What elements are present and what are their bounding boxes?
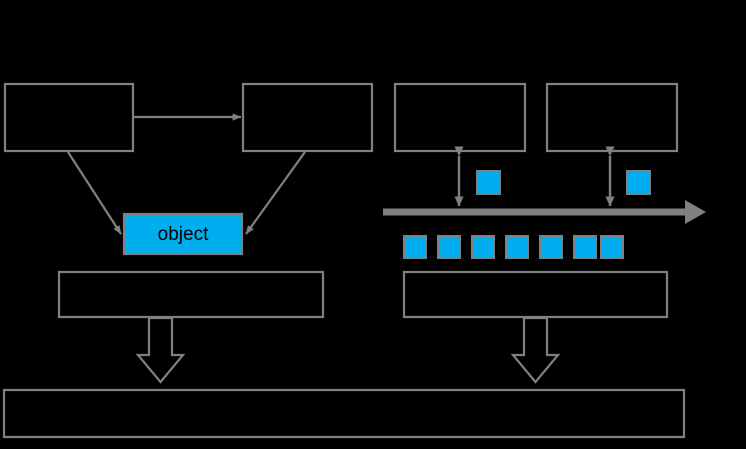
connector-midright-to-bottom — [510, 316, 561, 384]
top-right-group — [383, 82, 706, 259]
sequence-square[interactable] — [437, 235, 461, 259]
sequence-square[interactable] — [600, 235, 624, 259]
marker-square-left[interactable] — [476, 170, 501, 195]
top-right-box-1[interactable] — [393, 82, 527, 153]
sequence-square[interactable] — [505, 235, 529, 259]
sequence-square[interactable] — [539, 235, 563, 259]
bottom-box[interactable] — [2, 388, 686, 439]
sequence-square[interactable] — [471, 235, 495, 259]
mid-left-box[interactable] — [57, 270, 325, 319]
top-left-box-1[interactable] — [3, 82, 135, 153]
marker-square-right[interactable] — [626, 170, 651, 195]
top-left-box-2[interactable] — [241, 82, 374, 153]
mid-row-group — [57, 270, 669, 319]
object-label: object — [158, 224, 209, 245]
connector-midleft-to-bottom — [135, 316, 186, 384]
sequence-square[interactable] — [403, 235, 427, 259]
top-right-box-2[interactable] — [545, 82, 679, 153]
top-left-group — [3, 82, 374, 256]
connector-box1-to-object — [67, 151, 122, 235]
mid-right-box[interactable] — [402, 270, 669, 319]
connector-box2-to-object — [245, 151, 306, 235]
sequence-square[interactable] — [573, 235, 597, 259]
object-box[interactable] — [122, 212, 244, 256]
timeline-arrowhead — [685, 200, 706, 224]
sequence-square-row — [403, 235, 624, 259]
